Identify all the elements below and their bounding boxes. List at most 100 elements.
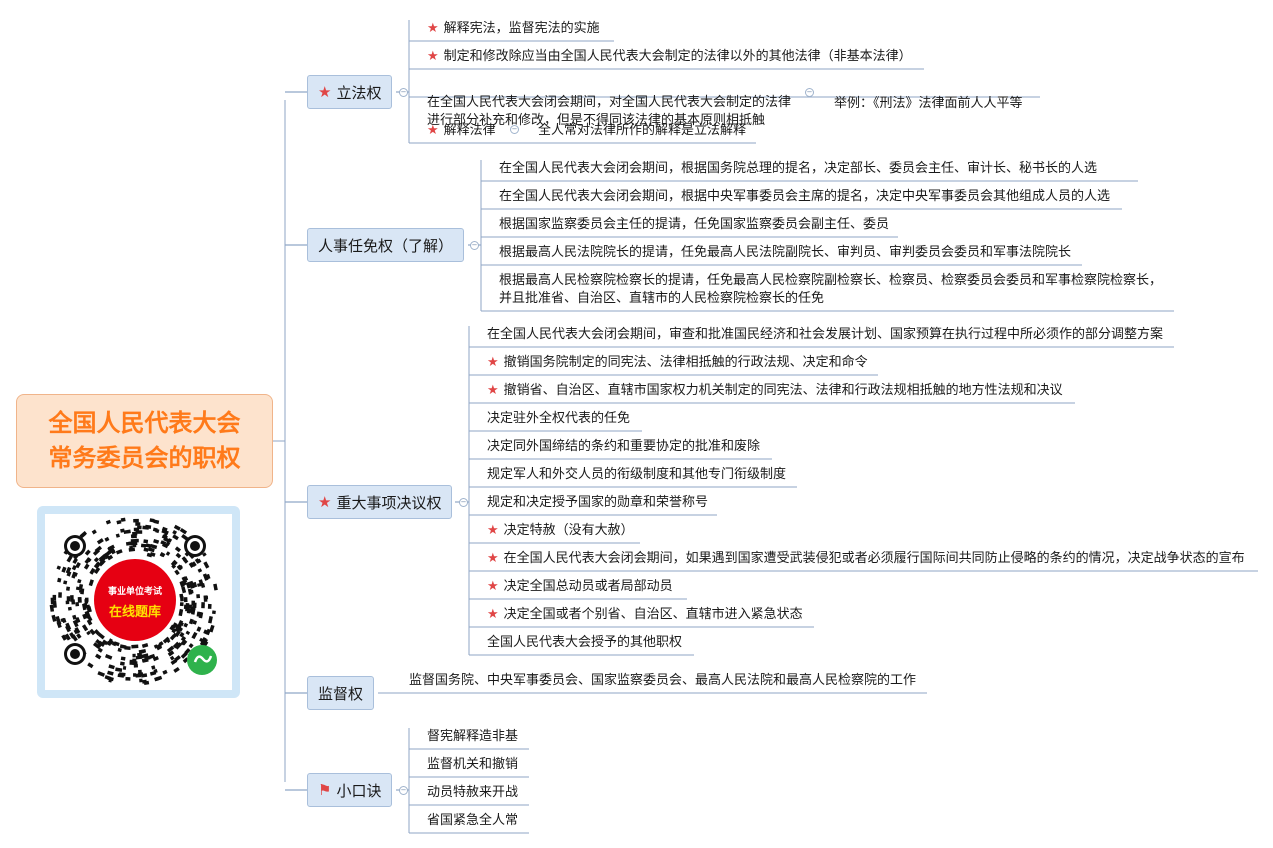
qr-module — [180, 635, 187, 642]
leaf-renshi-2[interactable]: 根据国家监察委员会主任的提请，任免国家监察委员会副主任、委员 — [499, 217, 890, 232]
qr-module — [71, 634, 78, 642]
qr-module — [171, 564, 177, 569]
leaf-renshi-0[interactable]: 在全国人民代表大会闭会期间，根据国务院总理的提名，决定部长、委员会主任、审计长、… — [499, 161, 1098, 176]
qr-module — [179, 602, 184, 607]
leaf-zhongda-8[interactable]: ★在全国人民代表大会闭会期间，如果遇到国家遭受武装侵犯或者必须履行国际间共同防止… — [487, 551, 1245, 566]
qr-module — [67, 606, 72, 611]
leaf-koujue-2[interactable]: 动员特赦来开战 — [427, 785, 519, 800]
qr-module — [120, 656, 126, 661]
leaf-jiandu-0[interactable]: 监督国务院、中央军事委员会、国家监察委员会、最高人民法院和最高人民检察院的工作 — [409, 673, 917, 688]
qr-module — [107, 670, 114, 676]
qr-module — [104, 653, 113, 660]
collapse-lifa-3-icon[interactable]: − — [510, 125, 519, 134]
leaf-renshi-1[interactable]: 在全国人民代表大会闭会期间，根据中央军事委员会主席的提名，决定中央军事委员会其他… — [499, 189, 1111, 204]
qr-module — [93, 557, 100, 563]
branch-label: 人事任免权（了解） — [318, 236, 454, 255]
qr-module — [65, 566, 72, 574]
qr-module — [96, 538, 104, 545]
qr-module — [188, 618, 194, 625]
branch-renshi[interactable]: 人事任免权（了解） — [307, 228, 465, 262]
leaf-lifa-3-child[interactable]: 全人常对法律所作的解释是立法解释 — [538, 123, 747, 138]
qr-module — [84, 549, 91, 556]
qr-module — [119, 644, 127, 649]
qr-module — [125, 541, 134, 546]
leaf-zhongda-4[interactable]: 决定同外国缔结的条约和重要协定的批准和废除 — [487, 439, 761, 454]
qr-finder — [190, 541, 200, 551]
qr-module — [142, 525, 149, 530]
leaf-lifa-2-child[interactable]: 举例：《刑法》法律面前人人平等 — [834, 96, 1023, 111]
qr-module — [153, 539, 160, 544]
qr-module — [169, 655, 175, 661]
leaf-renshi-3[interactable]: 根据最高人民法院院长的提请，任免最高人民法院副院长、审判员、审判委员会委员和军事… — [499, 245, 1072, 260]
leaf-koujue-3[interactable]: 省国紧急全人常 — [427, 813, 519, 828]
leaf-zhongda-0[interactable]: 在全国人民代表大会闭会期间，审查和批准国民经济和社会发展计划、国家预算在执行过程… — [487, 327, 1164, 342]
qr-module — [116, 520, 122, 525]
qr-module — [88, 579, 94, 587]
branch-lifa[interactable]: ★ 立法权 — [307, 75, 393, 109]
leaf-koujue-1[interactable]: 监督机关和撤销 — [427, 757, 519, 772]
qr-module — [95, 561, 101, 566]
collapse-renshi-icon[interactable]: − — [470, 241, 479, 250]
qr-module — [141, 658, 146, 663]
qr-finder — [70, 541, 80, 551]
qr-module — [161, 529, 169, 535]
leaf-zhongda-1[interactable]: ★撤销国务院制定的同宪法、法律相抵触的行政法规、决定和命令 — [487, 355, 868, 370]
qr-module — [92, 642, 101, 650]
leaf-zhongda-9[interactable]: ★决定全国总动员或者局部动员 — [487, 579, 673, 594]
qr-module — [75, 586, 80, 591]
qr-module — [151, 665, 156, 670]
leaf-lifa-1[interactable]: ★制定和修改除应当由全国人民代表大会制定的法律以外的其他法律（非基本法律） — [427, 49, 912, 64]
collapse-koujue-icon[interactable]: − — [399, 786, 408, 795]
collapse-zhongda-icon[interactable]: − — [459, 498, 468, 507]
collapse-lifa-2-icon[interactable]: − — [805, 88, 814, 97]
qr-module — [147, 547, 155, 553]
root-node[interactable]: 全国人民代表大会 常务委员会的职权 — [16, 394, 273, 488]
leaf-koujue-0[interactable]: 督宪解释造非基 — [427, 729, 519, 744]
qr-module — [196, 558, 202, 564]
qr-module — [191, 631, 198, 640]
qr-module — [185, 630, 191, 635]
qr-module — [65, 586, 71, 591]
qr-module — [191, 608, 196, 615]
branch-zhongda[interactable]: ★ 重大事项决议权 — [307, 485, 453, 519]
qr-module — [205, 628, 211, 636]
qr-module — [166, 645, 175, 653]
leaf-lifa-3[interactable]: ★解释法律 — [427, 123, 496, 138]
qr-module — [155, 528, 160, 534]
qr-module — [91, 529, 97, 535]
branch-jiandu[interactable]: 监督权 — [307, 676, 375, 710]
qr-module — [52, 600, 57, 608]
qr-module — [130, 534, 136, 538]
qr-module — [77, 597, 82, 603]
qr-module — [72, 619, 79, 628]
qr-module — [97, 647, 103, 653]
qr-module — [165, 541, 171, 547]
qr-module — [174, 546, 182, 553]
branch-koujue[interactable]: ⚑ 小口诀 — [307, 773, 393, 807]
leaf-renshi-4[interactable]: 根据最高人民检察院检察长的提请，任免最高人民检察院副检察长、检察员、检察委员会委… — [499, 273, 1163, 306]
qr-module — [58, 592, 62, 598]
leaf-zhongda-10[interactable]: ★决定全国或者个别省、自治区、直辖市进入紧急状态 — [487, 607, 803, 622]
leaf-lifa-0[interactable]: ★解释宪法，监督宪法的实施 — [427, 21, 600, 36]
qr-module — [213, 583, 218, 591]
qr-module — [77, 578, 82, 584]
collapse-lifa-icon[interactable]: − — [399, 88, 408, 97]
leaf-zhongda-6[interactable]: 规定和决定授予国家的勋章和荣誉称号 — [487, 495, 709, 510]
qr-module — [87, 616, 93, 622]
qr-module — [133, 518, 139, 523]
leaf-zhongda-3[interactable]: 决定驻外全权代表的任免 — [487, 411, 631, 426]
qr-module — [101, 639, 109, 646]
qr-module — [135, 673, 142, 678]
leaf-zhongda-11[interactable]: 全国人民代表大会授予的其他职权 — [487, 635, 683, 650]
leaf-lifa-2[interactable]: 在全国人民代表大会闭会期间，对全国人民代表大会制定的法律 进行部分补充和修改，但… — [427, 95, 792, 128]
star-icon: ★ — [487, 551, 499, 566]
qr-module — [149, 670, 157, 676]
leaf-zhongda-5[interactable]: 规定军人和外交人员的衔级制度和其他专门衔级制度 — [487, 467, 787, 482]
leaf-zhongda-2[interactable]: ★撤销省、自治区、直辖市国家权力机关制定的同宪法、法律和行政法规相抵触的地方性法… — [487, 383, 1063, 398]
qr-module — [188, 562, 195, 568]
qr-module — [181, 586, 187, 594]
qr-module — [85, 610, 91, 619]
qr-module — [172, 641, 180, 649]
leaf-zhongda-7[interactable]: ★决定特赦（没有大赦） — [487, 523, 634, 538]
qr-module — [78, 583, 84, 590]
